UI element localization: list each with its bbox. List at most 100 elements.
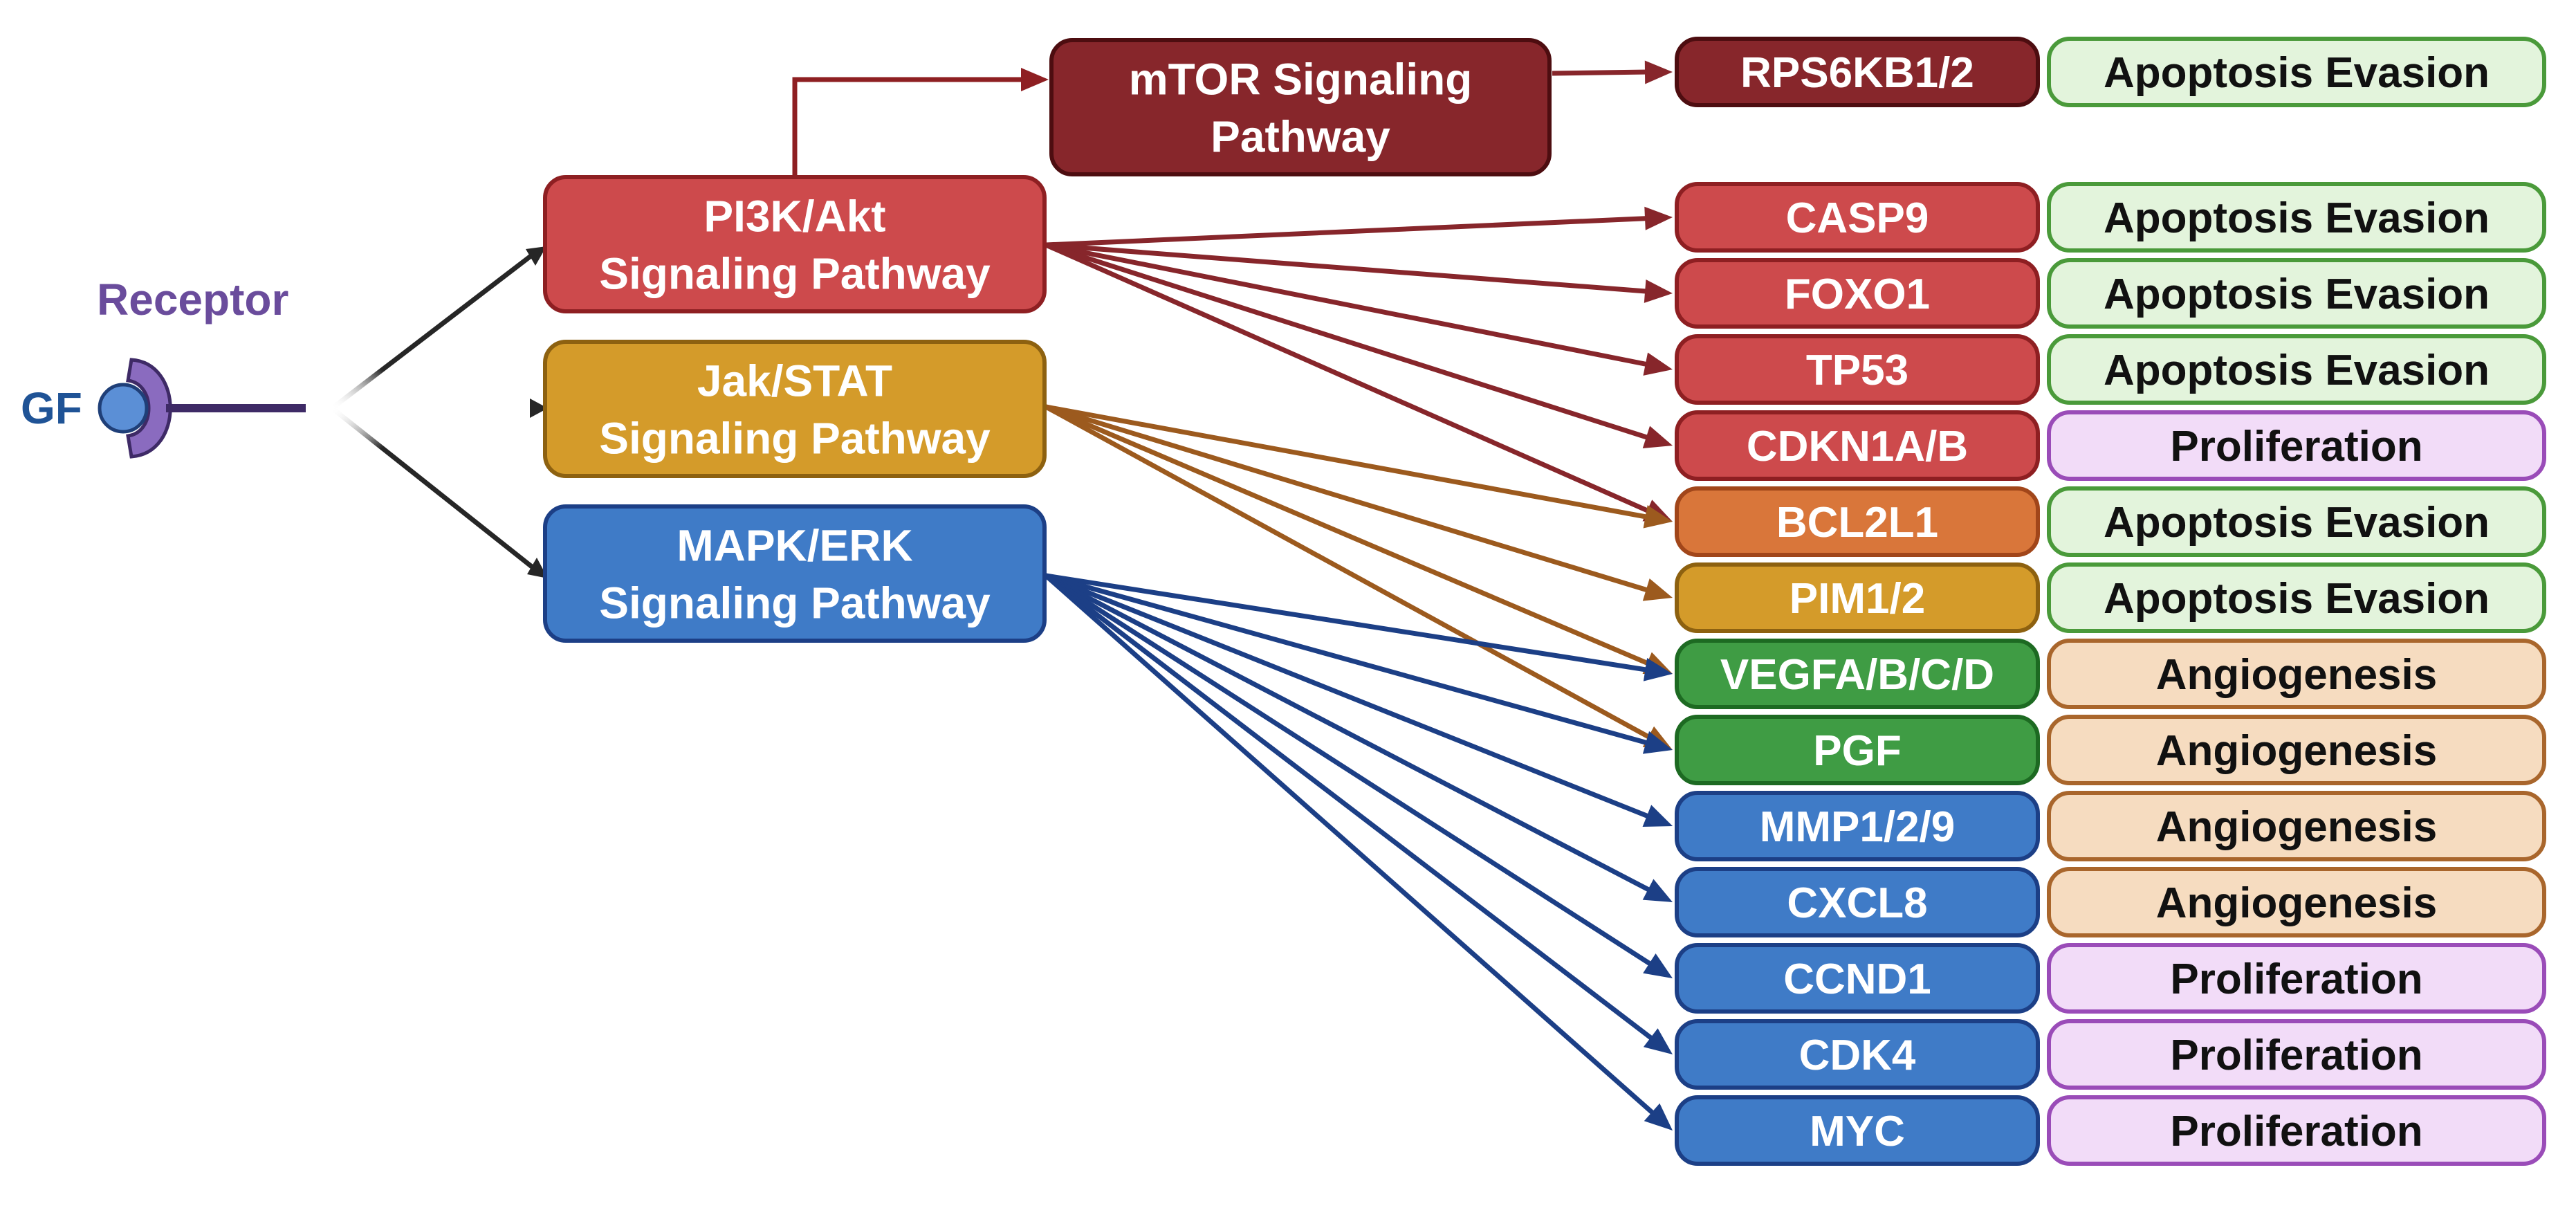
outcome-label: Angiogenesis: [2156, 803, 2438, 851]
gene-box: [1675, 639, 2040, 709]
gene-box: [1675, 1095, 2040, 1166]
gene-box: [1675, 867, 2040, 937]
pathway-label: Jak/STAT: [697, 356, 892, 405]
edge-line: [1044, 574, 1656, 1043]
outcome-box: [2047, 715, 2546, 785]
outcome-box: [2047, 410, 2546, 481]
edge-line: [1045, 404, 1653, 667]
gene-label: VEGFA/B/C/D: [1720, 651, 1994, 699]
pathway-box-shape: [543, 340, 1047, 478]
edge-line: [1045, 216, 1650, 248]
pathway-box-jak: Jak/STAT Signaling Pathway: [543, 340, 1047, 478]
edge-line: [1045, 573, 1651, 747]
gene-row: MMP1/2/9 Angiogenesis: [1675, 791, 2546, 861]
arrowhead: [530, 399, 548, 418]
pathway-label: Signaling Pathway: [599, 414, 991, 464]
outcome-box: [2047, 1095, 2546, 1166]
receptor-group: Receptor GF: [21, 246, 548, 578]
pathway-box-shape: [543, 504, 1047, 643]
edge-line: [1045, 242, 1651, 441]
gene-label: MYC: [1810, 1108, 1905, 1155]
gene-box: [1675, 410, 2040, 481]
arrowhead: [527, 558, 548, 578]
outcome-label: Angiogenesis: [2156, 879, 2438, 927]
outcome-label: Angiogenesis: [2156, 727, 2438, 775]
outcome-label: Proliferation: [2170, 1108, 2422, 1155]
outcome-box: [2047, 258, 2546, 329]
gene-box: [1675, 943, 2040, 1014]
gene-box: [1675, 562, 2040, 633]
edge-arrowhead: [1643, 953, 1673, 978]
edge-line: [1045, 242, 1650, 367]
outcome-label: Proliferation: [2170, 1032, 2422, 1079]
edge-arrowhead: [1644, 60, 1673, 84]
outcome-label: Apoptosis Evasion: [2104, 347, 2490, 394]
gene-label: CXCL8: [1787, 879, 1927, 927]
edge-line: [1045, 242, 1653, 515]
arrowhead: [526, 246, 546, 266]
edge-line: [1552, 69, 1650, 76]
outcome-label: Apoptosis Evasion: [2104, 499, 2490, 547]
edge-arrowhead: [1642, 805, 1673, 827]
outcome-box: [2047, 562, 2546, 633]
gene-label: MMP1/2/9: [1760, 803, 1956, 851]
receptor-label: Receptor: [97, 275, 288, 324]
edge-line: [792, 77, 1025, 177]
outcome-label: Proliferation: [2170, 955, 2422, 1003]
edge-line: [1044, 574, 1657, 1117]
gene-row: CDKN1A/B Proliferation: [1675, 410, 2546, 481]
edge-line: [1045, 573, 1652, 820]
gene-label: CDK4: [1799, 1032, 1916, 1079]
outcome-box: [2047, 943, 2546, 1014]
edge-line: [1045, 574, 1655, 968]
gene-label: RPS6KB1/2: [1740, 49, 1974, 97]
gene-box: [1675, 1019, 2040, 1090]
gene-box: [1675, 334, 2040, 405]
outcome-box: [2047, 334, 2546, 405]
edge-arrowhead: [1642, 578, 1673, 601]
outcome-box: [2047, 867, 2546, 937]
gene-label: FOXO1: [1785, 271, 1930, 318]
outcome-box: [2047, 182, 2546, 253]
edge-arrowhead: [1644, 279, 1673, 303]
outcome-label: Apoptosis Evasion: [2104, 575, 2490, 623]
pathway-label: Signaling Pathway: [599, 578, 991, 628]
gene-label: TP53: [1806, 347, 1908, 394]
outcome-label: Apoptosis Evasion: [2104, 271, 2490, 318]
gene-label: CCND1: [1783, 955, 1931, 1003]
edge-arrowhead: [1643, 1028, 1673, 1054]
pathway-box-shape: [1049, 38, 1552, 176]
edge-arrowhead: [1643, 658, 1673, 681]
receptor-arrow-down: [330, 406, 535, 569]
edge-arrowhead: [1642, 879, 1673, 902]
pathway-box-shape: [543, 175, 1047, 313]
gene-box: [1675, 258, 2040, 329]
gene-box: [1675, 37, 2040, 107]
edge-line: [1045, 573, 1650, 673]
outcome-label: Angiogenesis: [2156, 651, 2438, 699]
edges-layer: [792, 60, 1673, 1131]
edge-line: [1045, 242, 1650, 294]
outcome-box: [2047, 486, 2546, 557]
edge-arrowhead: [1642, 425, 1673, 448]
gene-row: TP53 Apoptosis Evasion: [1675, 334, 2546, 405]
edge-arrowhead: [1642, 731, 1673, 754]
ligand-label: GF: [21, 383, 82, 433]
edge-line: [1045, 573, 1653, 894]
edge-line: [1045, 404, 1653, 741]
gene-label: CASP9: [1786, 194, 1929, 242]
outcome-label: Apoptosis Evasion: [2104, 194, 2490, 242]
edge-line: [1045, 404, 1651, 594]
pathway-label: Signaling Pathway: [599, 249, 991, 299]
gene-row: CASP9 Apoptosis Evasion: [1675, 182, 2546, 253]
gene-row: CDK4 Proliferation: [1675, 1019, 2546, 1090]
outcome-label: Proliferation: [2170, 423, 2422, 470]
gene-label: CDKN1A/B: [1747, 423, 1968, 470]
